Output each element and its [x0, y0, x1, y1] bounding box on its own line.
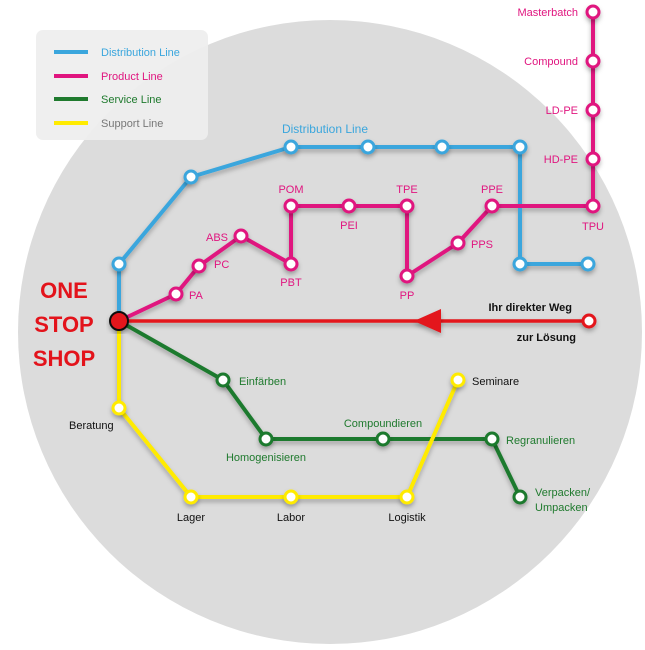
- main-line-arrow: [414, 309, 441, 333]
- station-pom[interactable]: [283, 198, 299, 214]
- station-lager[interactable]: [183, 489, 199, 505]
- station-labor[interactable]: [283, 489, 299, 505]
- station-distribution-6[interactable]: [512, 139, 528, 155]
- label-tpu: TPU: [582, 221, 604, 233]
- label-pp: PP: [400, 290, 415, 302]
- station-ppe[interactable]: [484, 198, 500, 214]
- legend-label-distribution: Distribution Line: [101, 47, 180, 59]
- station-pa[interactable]: [168, 286, 184, 302]
- station-distribution-1[interactable]: [111, 256, 127, 272]
- station-verpacken[interactable]: [512, 489, 528, 505]
- station-pc[interactable]: [191, 258, 207, 274]
- station-pp[interactable]: [399, 268, 415, 284]
- station-compound[interactable]: [585, 53, 601, 69]
- label-abs: ABS: [206, 232, 228, 244]
- station-logistik[interactable]: [399, 489, 415, 505]
- label-seminare: Seminare: [472, 376, 519, 388]
- label-pc: PC: [214, 259, 229, 271]
- legend-label-support: Support Line: [101, 118, 163, 130]
- label-ldpe: LD-PE: [546, 105, 578, 117]
- label-regranulieren: Regranulieren: [506, 435, 575, 447]
- station-hdpe[interactable]: [585, 151, 601, 167]
- station-distribution-7[interactable]: [512, 256, 528, 272]
- service-line-path: [117, 319, 522, 499]
- label-compound: Compound: [524, 56, 578, 68]
- hub-station[interactable]: [109, 311, 129, 331]
- support-line-path: [117, 319, 460, 499]
- main-line-label-2: zur Lösung: [517, 332, 576, 344]
- label-pom: POM: [278, 184, 303, 196]
- hub-label-shop: SHOP: [33, 346, 95, 371]
- station-distribution-4[interactable]: [360, 139, 376, 155]
- station-homogenisieren[interactable]: [258, 431, 274, 447]
- label-hdpe: HD-PE: [544, 154, 578, 166]
- legend-label-product: Product Line: [101, 71, 163, 83]
- station-seminare[interactable]: [450, 372, 466, 388]
- hub-label-one: ONE: [40, 278, 88, 303]
- label-verpacken-1: Verpacken/: [535, 487, 591, 499]
- label-tpe: TPE: [396, 184, 417, 196]
- label-logistik: Logistik: [388, 512, 426, 524]
- label-labor: Labor: [277, 512, 305, 524]
- station-abs[interactable]: [233, 228, 249, 244]
- label-pei: PEI: [340, 220, 358, 232]
- station-pei[interactable]: [341, 198, 357, 214]
- label-lager: Lager: [177, 512, 205, 524]
- station-tpe[interactable]: [399, 198, 415, 214]
- hub-label: ONE STOP SHOP: [33, 278, 95, 371]
- station-distribution-8[interactable]: [580, 256, 596, 272]
- label-ppe: PPE: [481, 184, 503, 196]
- legend-box: [36, 30, 208, 140]
- station-regranulieren[interactable]: [484, 431, 500, 447]
- main-line-label-1: Ihr direkter Weg: [488, 302, 572, 314]
- hub-label-stop: STOP: [34, 312, 94, 337]
- legend-label-service: Service Line: [101, 94, 162, 106]
- station-tpu[interactable]: [585, 198, 601, 214]
- distribution-line-title: Distribution Line: [282, 122, 368, 136]
- label-masterbatch: Masterbatch: [517, 7, 578, 19]
- station-distribution-5[interactable]: [434, 139, 450, 155]
- station-pbt[interactable]: [283, 256, 299, 272]
- label-einfaerben: Einfärben: [239, 376, 286, 388]
- station-masterbatch[interactable]: [585, 4, 601, 20]
- station-beratung[interactable]: [111, 400, 127, 416]
- station-distribution-3[interactable]: [283, 139, 299, 155]
- label-pbt: PBT: [280, 277, 302, 289]
- background-circle: [18, 20, 642, 644]
- station-distribution-2[interactable]: [183, 169, 199, 185]
- station-main-end[interactable]: [581, 313, 597, 329]
- station-compoundieren[interactable]: [375, 431, 391, 447]
- label-verpacken-2: Umpacken: [535, 502, 588, 514]
- station-ldpe[interactable]: [585, 102, 601, 118]
- label-homogenisieren: Homogenisieren: [226, 452, 306, 464]
- label-compoundieren: Compoundieren: [344, 418, 422, 430]
- legend: Distribution Line Product Line Service L…: [54, 47, 180, 130]
- station-pps[interactable]: [450, 235, 466, 251]
- label-pa: PA: [189, 290, 204, 302]
- station-einfaerben[interactable]: [215, 372, 231, 388]
- label-pps: PPS: [471, 239, 493, 251]
- label-beratung: Beratung: [69, 420, 114, 432]
